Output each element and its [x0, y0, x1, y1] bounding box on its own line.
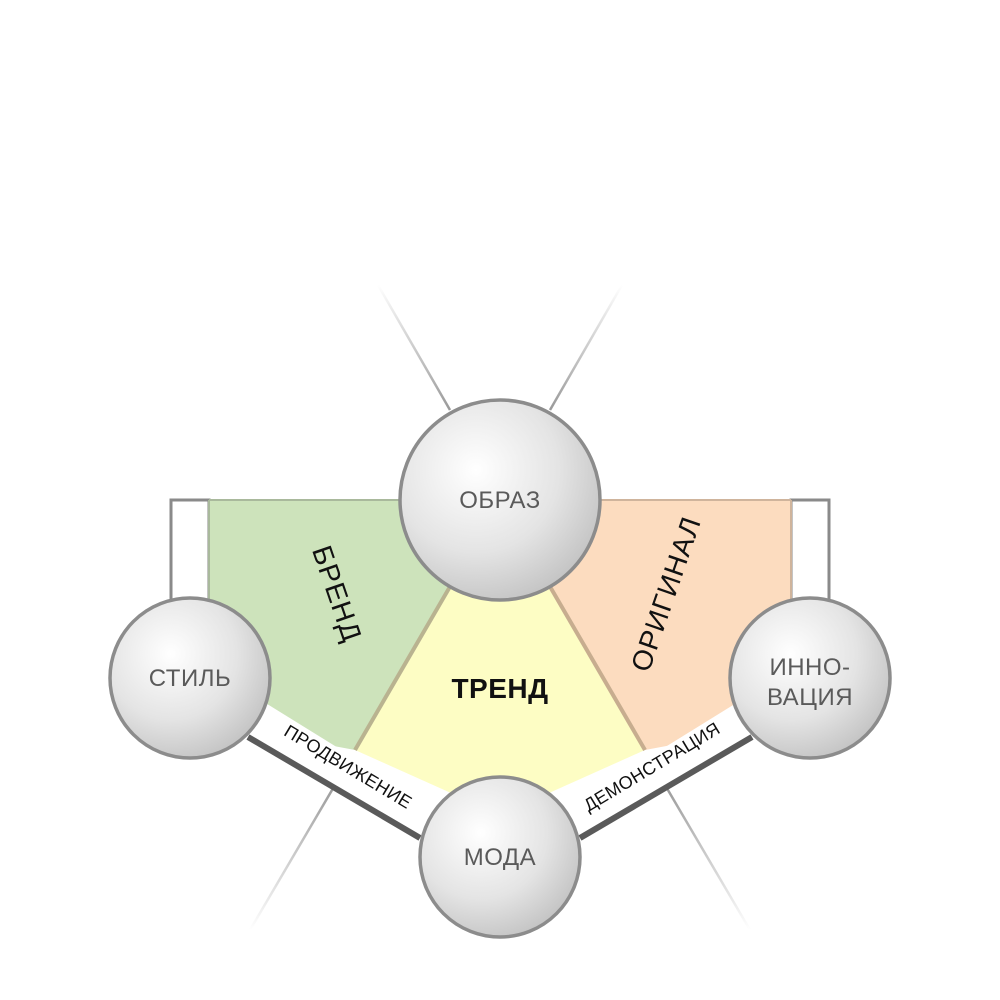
region-divider-right — [543, 576, 647, 752]
node-innovation: ИННО- ВАЦИЯ — [728, 596, 892, 760]
node-style-label: СТИЛЬ — [149, 665, 231, 692]
node-fashion-sphere — [418, 775, 582, 939]
node-style: СТИЛЬ — [108, 596, 272, 760]
node-style-sphere — [108, 596, 272, 760]
node-fashion: МОДА — [418, 775, 582, 939]
node-image: ОБРАЗ — [398, 398, 602, 602]
pillar-right — [789, 498, 831, 614]
guide-line-bottom-left — [248, 784, 337, 931]
node-innovation-label-line2: ВАЦИЯ — [767, 684, 853, 711]
guide-line-top-left — [376, 284, 452, 411]
band-promotion-edge-bottom — [246, 734, 422, 841]
region-divider-left — [353, 576, 457, 752]
node-image-sphere — [398, 398, 602, 602]
node-fashion-label: МОДА — [464, 844, 536, 871]
region-trend-label: ТРЕНД — [451, 673, 548, 704]
guide-line-top-right — [548, 284, 624, 411]
band-promotion-shape — [250, 702, 430, 838]
node-image-label: ОБРАЗ — [459, 487, 541, 514]
band-demonstration-shape — [570, 702, 750, 838]
node-innovation-label-line1: ИННО- — [769, 654, 850, 681]
region-trend — [355, 585, 645, 815]
node-innovation-sphere — [728, 596, 892, 760]
pillar-left — [169, 498, 211, 614]
band-demonstration-edge-bottom — [578, 734, 754, 841]
band-promotion-edge-top — [261, 701, 431, 807]
guide-line-bottom-right — [663, 784, 752, 931]
